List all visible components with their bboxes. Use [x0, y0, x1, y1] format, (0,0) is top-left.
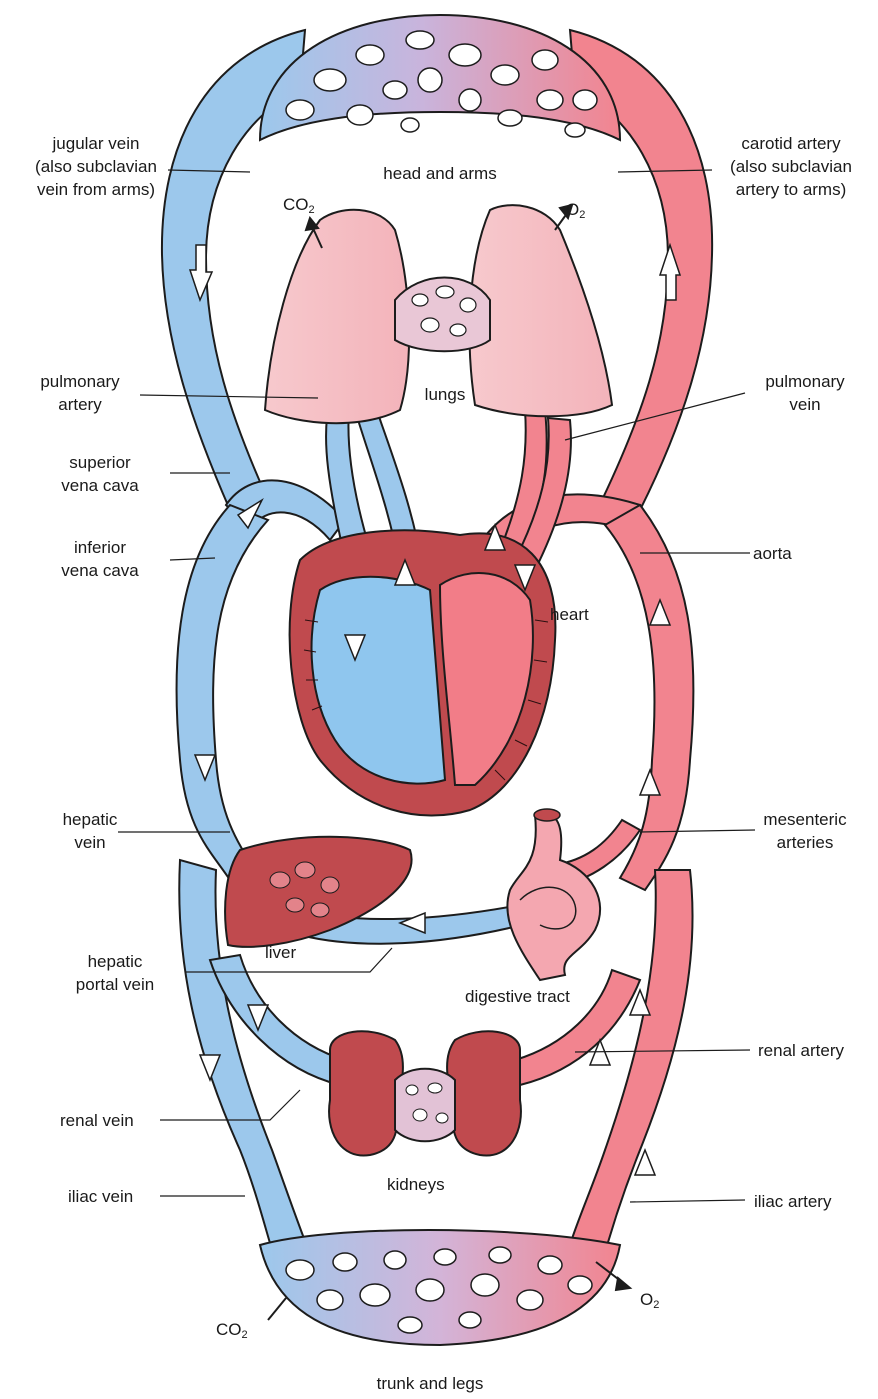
label-renal-vein: renal vein: [60, 1109, 134, 1132]
label-lungs: lungs: [405, 383, 485, 406]
label-hepatic-portal-vein: hepatic portal vein: [40, 950, 190, 996]
label-iliac-artery: iliac artery: [754, 1190, 831, 1213]
label-head-and-arms: head and arms: [350, 162, 530, 185]
label-pulmonary-vein: pulmonary vein: [745, 370, 865, 416]
head-arms-capillary-bed: [260, 15, 620, 140]
label-trunk-and-legs: trunk and legs: [330, 1372, 530, 1395]
inferior-vena-cava: [177, 505, 268, 880]
label-co2-lungs: CO2: [283, 193, 315, 222]
label-jugular-vein: jugular vein (also subclavian vein from …: [4, 132, 188, 201]
digestive-tract-illustration: [507, 809, 600, 980]
left-lung: [265, 210, 409, 423]
trunk-legs-capillary-bed: [260, 1230, 620, 1345]
kidneys-illustration: [329, 1031, 521, 1155]
label-iliac-vein: iliac vein: [68, 1185, 133, 1208]
heart-illustration: [290, 530, 556, 815]
label-aorta: aorta: [753, 542, 792, 565]
label-kidneys: kidneys: [387, 1173, 445, 1196]
label-digestive-tract: digestive tract: [465, 985, 570, 1008]
label-mesenteric-arteries: mesenteric arteries: [735, 808, 875, 854]
label-o2-trunk: O2: [640, 1288, 659, 1317]
label-carotid-artery: carotid artery (also subclavian artery t…: [706, 132, 876, 201]
label-inferior-vena-cava: inferior vena cava: [30, 536, 170, 582]
label-pulmonary-artery: pulmonary artery: [20, 370, 140, 416]
label-superior-vena-cava: superior vena cava: [30, 451, 170, 497]
label-liver: liver: [265, 941, 296, 964]
label-heart: heart: [550, 603, 589, 626]
label-renal-artery: renal artery: [758, 1039, 844, 1062]
label-hepatic-vein: hepatic vein: [40, 808, 140, 854]
label-o2-lungs: O2: [566, 198, 585, 227]
label-co2-trunk: CO2: [216, 1318, 248, 1347]
